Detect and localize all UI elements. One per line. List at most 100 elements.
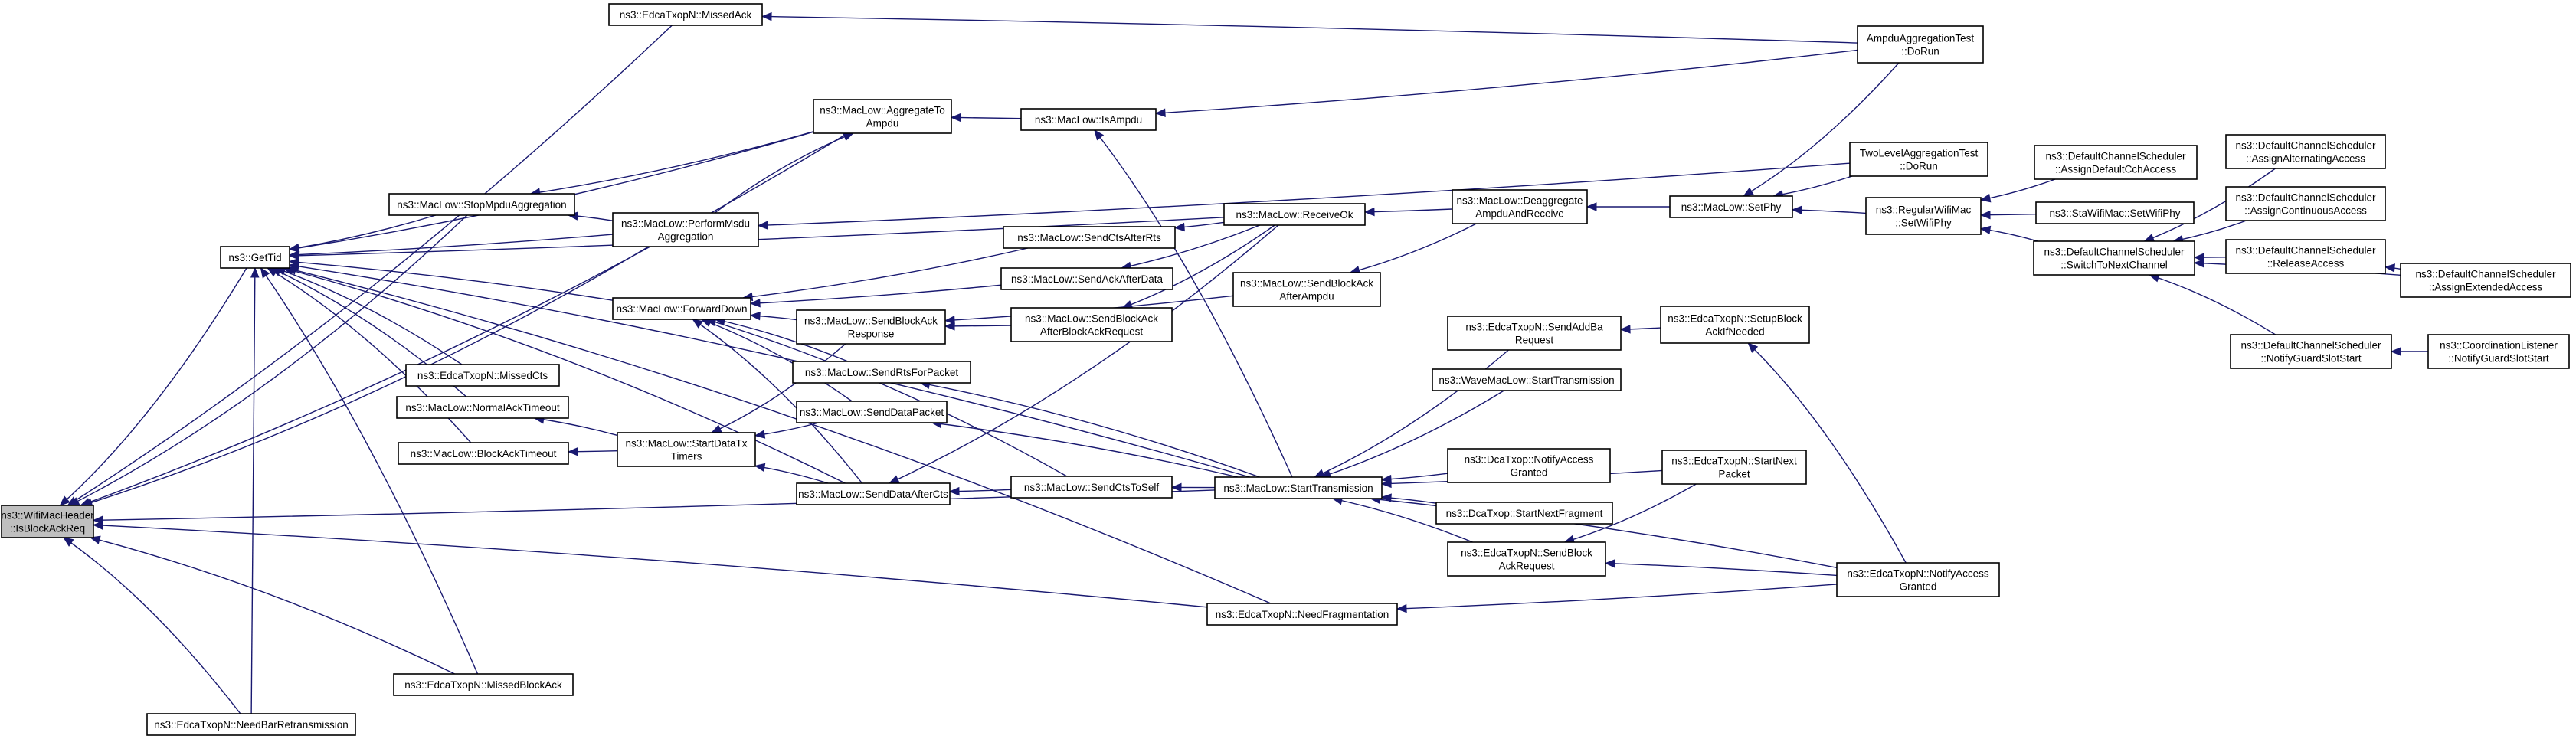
graph-node-n7[interactable]: AmpduAggregationTest::DoRun	[1857, 25, 1984, 64]
graph-node-n45[interactable]: ns3::DefaultChannelScheduler::AssignExte…	[2400, 263, 2571, 298]
node-box[interactable]	[2225, 239, 2386, 274]
node-box[interactable]	[1, 505, 94, 538]
node-box[interactable]	[2225, 134, 2386, 169]
graph-node-n9[interactable]: ns3::EdcaTxopN::MissedCts	[405, 364, 560, 387]
edge-n7-to-n33	[1743, 62, 1900, 197]
graph-node-n37[interactable]: TwoLevelAggregationTest::DoRun	[1849, 142, 1988, 177]
graph-node-n18[interactable]: ns3::MacLow::SendAckAfterData	[1000, 267, 1173, 290]
node-box[interactable]	[1003, 226, 1176, 249]
node-box[interactable]	[398, 442, 569, 465]
node-box[interactable]	[612, 297, 751, 320]
node-box[interactable]	[146, 713, 356, 736]
graph-node-n21[interactable]: ns3::MacLow::ReceiveOk	[1223, 203, 1366, 226]
graph-node-n25[interactable]: ns3::EdcaTxopN::MissedBlockAck	[393, 673, 574, 696]
node-box[interactable]	[2400, 263, 2571, 298]
node-box[interactable]	[1447, 448, 1611, 483]
node-box[interactable]	[1020, 108, 1157, 131]
node-box[interactable]	[2034, 145, 2198, 180]
graph-node-n39[interactable]: ns3::DefaultChannelScheduler::AssignDefa…	[2034, 145, 2198, 180]
node-box[interactable]	[1857, 25, 1984, 64]
node-box[interactable]	[2225, 186, 2386, 221]
node-box[interactable]	[405, 364, 560, 387]
node-box[interactable]	[796, 309, 946, 345]
node-box[interactable]	[1010, 307, 1173, 342]
node-box[interactable]	[1447, 541, 1606, 577]
node-box[interactable]	[1661, 450, 1807, 485]
node-box[interactable]	[1452, 189, 1588, 224]
graph-node-n23[interactable]: ns3::MacLow::StartTransmission	[1214, 476, 1383, 499]
node-box[interactable]	[1435, 502, 1613, 525]
graph-node-n33[interactable]: ns3::MacLow::SetPhy	[1669, 195, 1793, 218]
node-box[interactable]	[1223, 203, 1366, 226]
graph-node-n46[interactable]: ns3::DefaultChannelScheduler::NotifyGuar…	[2230, 334, 2392, 369]
node-box[interactable]	[1000, 267, 1173, 290]
node-box[interactable]	[1010, 476, 1173, 499]
node-box[interactable]	[1206, 603, 1398, 626]
graph-node-n26[interactable]: ns3::EdcaTxopN::NeedBarRetransmission	[146, 713, 356, 736]
node-box[interactable]	[1447, 316, 1622, 351]
graph-node-n0[interactable]: ns3::WifiMacHeader::IsBlockAckReq	[1, 505, 94, 538]
node-box[interactable]	[1865, 197, 1982, 235]
graph-node-n42[interactable]: ns3::DefaultChannelScheduler::AssignAlte…	[2225, 134, 2386, 169]
node-box[interactable]	[1232, 272, 1381, 307]
node-box[interactable]	[1660, 306, 1810, 344]
node-box[interactable]	[393, 673, 574, 696]
graph-node-n44[interactable]: ns3::DefaultChannelScheduler::ReleaseAcc…	[2225, 239, 2386, 274]
edge-n4-to-n0	[69, 214, 468, 506]
node-box[interactable]	[608, 3, 763, 26]
node-box[interactable]	[813, 99, 952, 134]
graph-node-n17[interactable]: ns3::MacLow::SendCtsAfterRts	[1003, 226, 1176, 249]
node-box[interactable]	[220, 246, 290, 269]
graph-node-n24[interactable]: ns3::EdcaTxopN::NeedFragmentation	[1206, 603, 1398, 626]
graph-node-n38[interactable]: ns3::RegularWifiMac::SetWifiPhy	[1865, 197, 1982, 235]
graph-node-n8[interactable]: ns3::MacLow::ForwardDown	[612, 297, 751, 320]
node-box[interactable]	[396, 396, 569, 419]
graph-node-n4[interactable]: ns3::MacLow::StopMpduAggregation	[388, 193, 575, 216]
node-box[interactable]	[1849, 142, 1988, 177]
graph-node-n40[interactable]: ns3::StaWifiMac::SetWifiPhy	[2035, 201, 2195, 224]
node-box[interactable]	[2035, 201, 2195, 224]
graph-node-n20[interactable]: ns3::MacLow::SendCtsToSelf	[1010, 476, 1173, 499]
graph-node-n15[interactable]: ns3::MacLow::SendDataPacket	[796, 401, 948, 423]
node-box[interactable]	[796, 401, 948, 423]
graph-node-n19[interactable]: ns3::MacLow::SendBlockAckAfterBlockAckRe…	[1010, 307, 1173, 342]
node-box[interactable]	[1432, 368, 1622, 391]
node-box[interactable]	[388, 193, 575, 216]
node-box[interactable]	[1836, 562, 2000, 597]
graph-node-n14[interactable]: ns3::MacLow::SendRtsForPacket	[792, 361, 971, 384]
node-box[interactable]	[1214, 476, 1383, 499]
node-box[interactable]	[612, 212, 759, 247]
node-label: ns3::MacLow::ForwardDown	[616, 303, 747, 315]
graph-node-n1[interactable]: ns3::GetTid	[220, 246, 290, 269]
graph-node-n10[interactable]: ns3::MacLow::NormalAckTimeout	[396, 396, 569, 419]
node-box[interactable]	[617, 432, 756, 467]
node-box[interactable]	[2033, 240, 2195, 276]
graph-node-n16[interactable]: ns3::MacLow::SendDataAfterCts	[796, 482, 951, 505]
graph-node-n41[interactable]: ns3::DefaultChannelScheduler::SwitchToNe…	[2033, 240, 2195, 276]
graph-node-n29[interactable]: ns3::WaveMacLow::StartTransmission	[1432, 368, 1622, 391]
graph-node-n6[interactable]: ns3::MacLow::IsAmpdu	[1020, 108, 1157, 131]
node-box[interactable]	[796, 482, 951, 505]
node-box[interactable]	[2230, 334, 2392, 369]
graph-node-n2[interactable]: ns3::EdcaTxopN::MissedAck	[608, 3, 763, 26]
edge-n26-to-n1	[250, 267, 256, 714]
graph-node-n31[interactable]: ns3::DcaTxop::StartNextFragment	[1435, 502, 1613, 525]
node-box[interactable]	[1669, 195, 1793, 218]
graph-node-n47[interactable]: ns3::CoordinationListener::NotifyGuardSl…	[2427, 334, 2570, 369]
graph-node-n43[interactable]: ns3::DefaultChannelScheduler::AssignCont…	[2225, 186, 2386, 221]
graph-node-n11[interactable]: ns3::MacLow::BlockAckTimeout	[398, 442, 569, 465]
node-box[interactable]	[792, 361, 971, 384]
node-box[interactable]	[2427, 334, 2570, 369]
